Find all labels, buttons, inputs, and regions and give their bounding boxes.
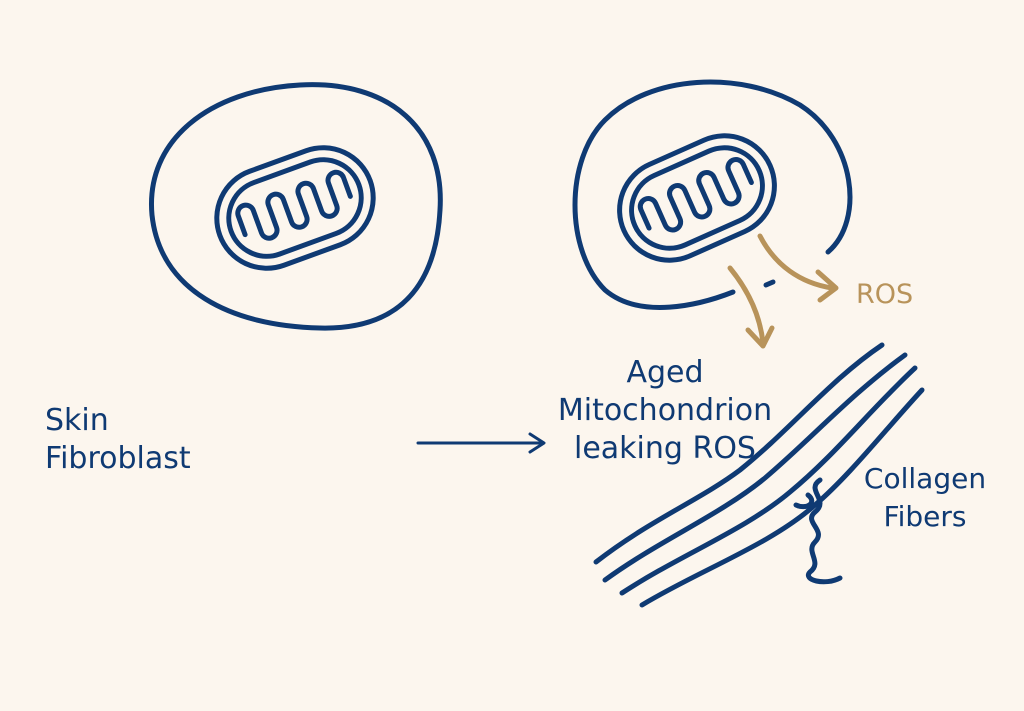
skin-fibroblast-label: Skin Fibroblast [45, 402, 191, 478]
process-arrow [416, 432, 546, 454]
collagen-fibers [593, 342, 925, 608]
label-line: Collagen [863, 462, 987, 495]
label-line: Aged [626, 355, 704, 390]
aged-mitochondrion-label: Aged Mitochondrion leaking ROS [540, 354, 790, 468]
label-line: Mitochondrion [557, 393, 773, 428]
ros-arrowhead-right [815, 269, 839, 303]
collagen-fibers-label: Collagen Fibers [850, 460, 1000, 536]
label-line: Skin [45, 403, 109, 438]
label-line: Fibroblast [45, 441, 191, 476]
ros-arrow-right [757, 233, 835, 291]
ros-label: ROS [856, 279, 914, 310]
healthy-mitochondrion [203, 134, 388, 283]
ros-arrowhead-down [745, 325, 775, 349]
aged-mitochondrion [604, 120, 791, 276]
aged-cell-outline [572, 79, 853, 310]
ros-arrow-down [727, 265, 766, 346]
cell-membrane-break [763, 279, 776, 288]
fibroblast-cell-outline [149, 82, 443, 331]
label-line: Fibers [883, 500, 967, 533]
label-line: leaking ROS [574, 431, 756, 466]
